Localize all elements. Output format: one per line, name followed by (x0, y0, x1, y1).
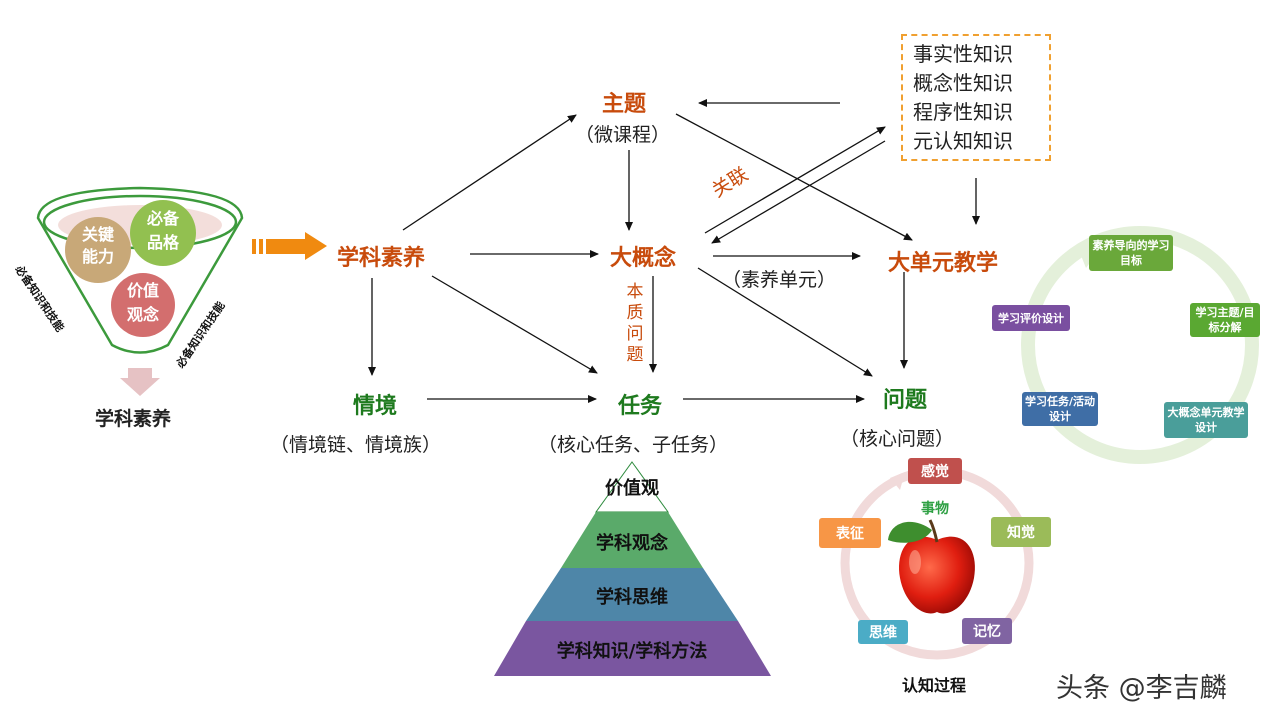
node-task-subtitle: （核心任务、子任务） (538, 434, 729, 456)
orange-block-arrow (252, 232, 327, 260)
node-question-subtitle: （核心问题） (840, 428, 955, 450)
node-question: 问题 (883, 388, 928, 413)
cognition-step-memory: 记忆 (962, 618, 1012, 644)
cycle-step-task-design: 学习任务/活动设计 (1022, 392, 1098, 426)
node-topic: 主题 (602, 92, 647, 117)
cycle-step-unit-design: 大概念单元教学设计 (1164, 402, 1248, 438)
funnel-graphic (36, 186, 244, 396)
pyramid-level-values: 价值观 (605, 478, 659, 499)
cognition-step-sensation: 感觉 (908, 458, 962, 484)
node-situation: 情境 (353, 394, 398, 419)
cognition-caption: 认知过程 (902, 676, 967, 695)
cognition-step-representation: 表征 (819, 518, 881, 548)
funnel-values: 价值 观念 (126, 281, 159, 324)
knowledge-types-box: 事实性知识 概念性知识 程序性知识 元认知知识 (901, 34, 1051, 161)
node-big-unit: 大单元教学 (888, 251, 999, 276)
arrow-topic-to-bigunit (675, 113, 913, 241)
funnel-key-ability: 关键 能力 (81, 225, 114, 266)
node-big-concept: 大概念 (610, 246, 677, 271)
node-situation-subtitle: （情境链、情境族） (270, 434, 442, 456)
cycle-ring (1021, 226, 1259, 464)
funnel-character: 必备 品格 (146, 209, 179, 252)
arrow-knowledge-to-bigconcept (711, 140, 886, 244)
node-unit-subtitle: （素养单元） (722, 269, 837, 291)
funnel-caption: 学科素养 (95, 408, 172, 430)
apple-image (888, 519, 975, 614)
pyramid-graphic (494, 461, 771, 676)
knowledge-type-item: 元认知知识 (913, 129, 1013, 153)
arrow-competency-to-topic (402, 114, 577, 231)
knowledge-type-item: 概念性知识 (913, 71, 1013, 95)
pyramid-level-knowledge: 学科知识/学科方法 (556, 641, 708, 662)
arrow-bigconcept-to-knowledge (704, 126, 886, 234)
edge-label-essential-question: 本 质 问 题 (626, 282, 644, 365)
watermark-text: 头条 @李吉麟 (1056, 673, 1227, 704)
knowledge-type-item: 事实性知识 (913, 42, 1013, 66)
node-task: 任务 (618, 394, 663, 419)
cognition-step-perception: 知觉 (991, 517, 1051, 547)
arrow-competency-to-task (431, 275, 598, 374)
cognition-step-thinking: 思维 (858, 620, 908, 644)
arrow-bigconcept-to-question (697, 267, 873, 377)
node-topic-subtitle: （微课程） (575, 124, 671, 146)
node-competency: 学科素养 (337, 246, 426, 271)
cycle-step-assessment: 学习评价设计 (992, 305, 1070, 331)
pyramid-level-concepts: 学科观念 (596, 533, 668, 554)
pyramid-level-thinking: 学科思维 (596, 587, 668, 608)
cycle-step-topic-breakdown: 学习主题/目标分解 (1190, 303, 1260, 337)
cognition-center-label: 事物 (921, 501, 949, 517)
knowledge-type-item: 程序性知识 (913, 100, 1013, 124)
cycle-step-goal: 素养导向的学习目标 (1089, 235, 1173, 271)
cognition-arrowhead (890, 472, 905, 490)
